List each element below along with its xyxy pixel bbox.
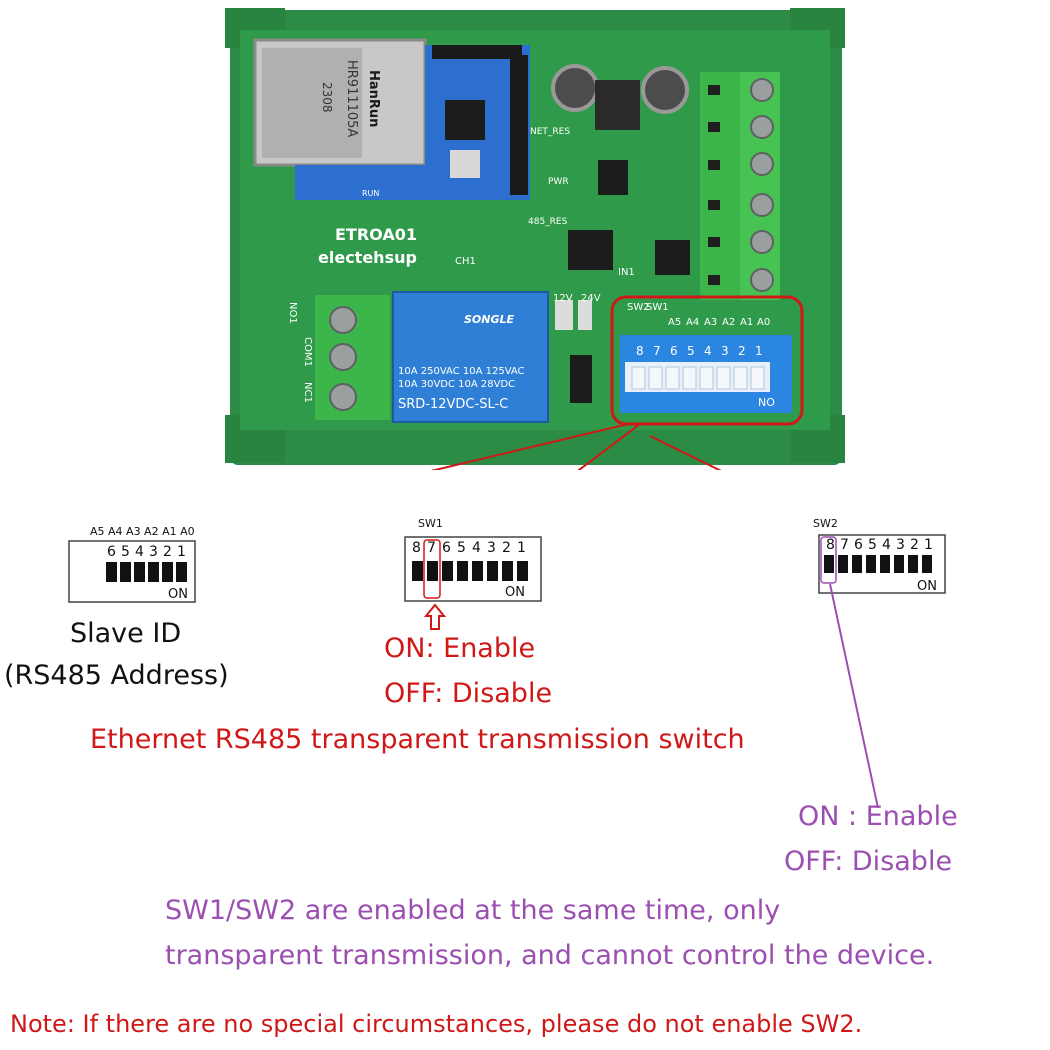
- sw1-num-8: 8: [412, 540, 421, 556]
- net-res-label: NET_RES: [530, 127, 571, 137]
- relay-brand-label: SONGLE: [464, 313, 515, 326]
- sw1-num-7: 7: [427, 540, 436, 556]
- ch1-label: CH1: [455, 256, 476, 267]
- board-dip-label-a3: A3: [704, 317, 718, 328]
- run-led-label: RUN: [362, 189, 380, 198]
- sw2-num-7: 7: [840, 537, 849, 553]
- board-dip-on-label: NO: [758, 396, 775, 409]
- slave-id-num-4: 4: [135, 544, 144, 560]
- board-dip-label-a2: A2: [722, 317, 736, 328]
- slave-id-num-6: 6: [107, 544, 116, 560]
- sw1-dip-switch: [404, 536, 542, 602]
- board-dip-num-3: 3: [721, 344, 729, 358]
- sw1-num-5: 5: [457, 540, 466, 556]
- sw2-off-text: OFF: Disable: [784, 846, 953, 877]
- slave-id-address-header: A5 A4 A3 A2 A1 A0: [90, 525, 195, 538]
- slave-id-caption-line1: Slave ID: [70, 618, 182, 649]
- relay-rating-2: 10A 30VDC 10A 28VDC: [398, 379, 516, 390]
- sw1-num-4: 4: [472, 540, 481, 556]
- slave-id-num-2: 2: [163, 544, 172, 560]
- in1-label: IN1: [618, 267, 635, 278]
- board-dip-num-1: 1: [755, 344, 763, 358]
- sw2-title: SW2: [813, 517, 838, 530]
- board-dip-num-2: 2: [738, 344, 746, 358]
- slave-id-caption-line2: (RS485 Address): [4, 660, 229, 691]
- slave-id-on-label: ON: [168, 587, 188, 602]
- sw2-num-2: 2: [910, 537, 919, 553]
- board-dip-label-a5: A5: [668, 317, 682, 328]
- pwr-label: PWR: [548, 177, 569, 187]
- sw1-title: SW1: [418, 517, 443, 530]
- footer-note: Note: If there are no special circumstan…: [10, 1010, 863, 1038]
- sw1-num-3: 3: [487, 540, 496, 556]
- slave-id-num-3: 3: [149, 544, 158, 560]
- board-dip-num-6: 6: [670, 344, 678, 358]
- sw1-off-text: OFF: Disable: [384, 678, 553, 709]
- sw2-note-line1: SW1/SW2 are enabled at the same time, on…: [165, 895, 781, 926]
- board-dip-num-8: 8: [636, 344, 644, 358]
- sw2-num-5: 5: [868, 537, 877, 553]
- v12-label: 12V: [553, 293, 573, 304]
- slave-id-num-5: 5: [121, 544, 130, 560]
- sw2-num-1: 1: [924, 537, 933, 553]
- r485-res-label: 485_RES: [528, 217, 568, 227]
- v24-label: 24V: [581, 293, 601, 304]
- sw2-num-8: 8: [826, 537, 835, 553]
- board-dip-label-sw1: SW1: [646, 302, 669, 313]
- sw2-note-line2: transparent transmission, and cannot con…: [165, 940, 935, 971]
- board-illustration: [225, 8, 845, 470]
- sw2-dip-switch: [818, 534, 946, 594]
- slave-id-dip-switch: [68, 540, 196, 603]
- sw1-up-arrow-icon: [424, 603, 446, 630]
- sw2-num-4: 4: [882, 537, 891, 553]
- board-dip-label-a1: A1: [740, 317, 754, 328]
- board-brand-label: electehsup: [318, 248, 417, 267]
- sw2-num-3: 3: [896, 537, 905, 553]
- board-dip-num-5: 5: [687, 344, 695, 358]
- sw1-num-2: 2: [502, 540, 511, 556]
- board-model-label: ETROA01: [335, 225, 417, 244]
- slave-id-num-1: 1: [177, 544, 186, 560]
- board-dip-label-a0: A0: [757, 317, 771, 328]
- board-dip-num-4: 4: [704, 344, 712, 358]
- sw2-on-text: ON : Enable: [798, 801, 958, 832]
- sw2-num-6: 6: [854, 537, 863, 553]
- sw1-description: Ethernet RS485 transparent transmission …: [90, 724, 745, 755]
- sw2-on-label: ON: [917, 579, 937, 594]
- sw1-num-6: 6: [442, 540, 451, 556]
- sw1-on-text: ON: Enable: [384, 633, 536, 664]
- board-dip-label-a4: A4: [686, 317, 700, 328]
- relay-model-label: SRD-12VDC-SL-C: [398, 397, 509, 412]
- sw1-on-label: ON: [505, 585, 525, 600]
- relay-rating-1: 10A 250VAC 10A 125VAC: [398, 366, 525, 377]
- board-dip-label-sw2: SW2: [627, 302, 650, 313]
- sw1-num-1: 1: [517, 540, 526, 556]
- board-dip-num-7: 7: [653, 344, 661, 358]
